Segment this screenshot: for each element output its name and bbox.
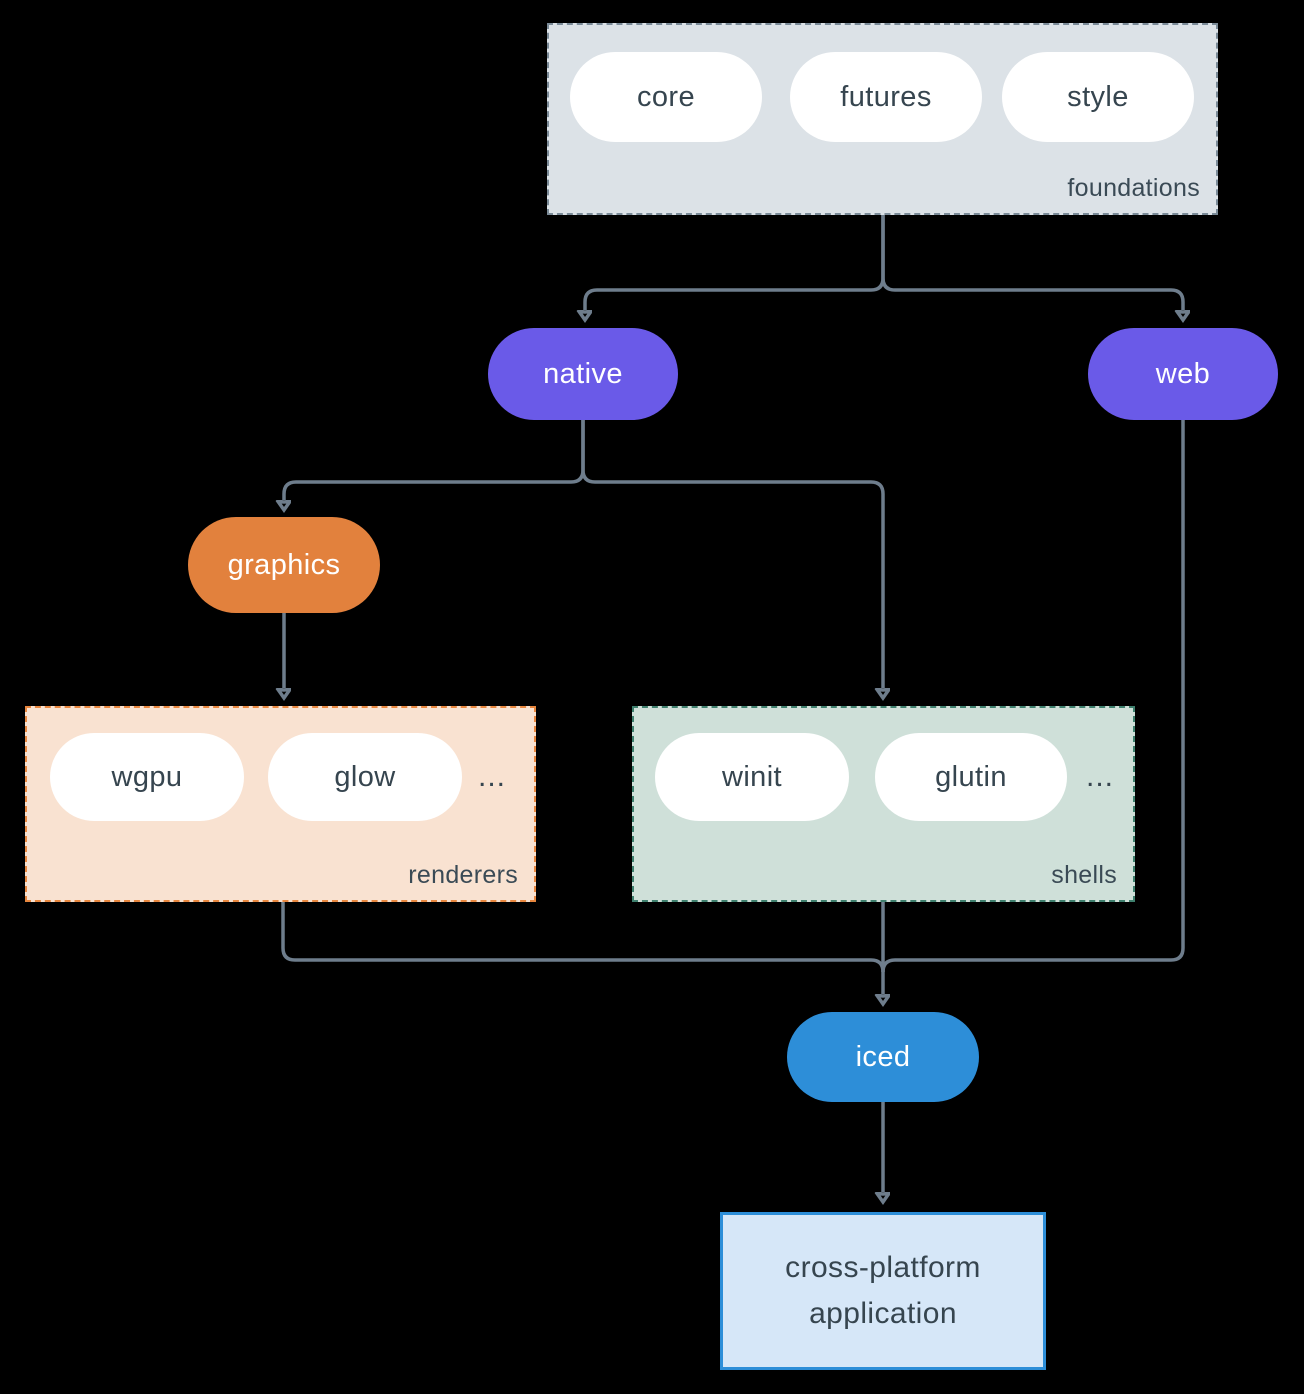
node-iced: iced: [787, 1012, 979, 1102]
edge-foundations-to-web: [881, 215, 1183, 310]
node-glutin: glutin: [875, 733, 1067, 821]
renderers-ellipsis: ...: [477, 760, 506, 793]
node-web: web: [1088, 328, 1278, 420]
renderers-label: renderers: [408, 861, 518, 889]
node-cross-platform-application: cross-platform application: [720, 1212, 1046, 1370]
shells-ellipsis: ...: [1085, 760, 1114, 793]
node-native: native: [488, 328, 678, 420]
node-futures: futures: [790, 52, 982, 142]
edge-native-to-graphics: [284, 420, 585, 500]
node-winit: winit: [655, 733, 849, 821]
edge-native-to-shells: [581, 420, 883, 688]
edge-renderers-to-merge: [281, 902, 885, 973]
foundations-label: foundations: [1067, 174, 1200, 202]
group-shells: winit glutin ... shells: [632, 706, 1135, 902]
application-label-line2: application: [809, 1297, 957, 1330]
node-glow: glow: [268, 733, 462, 821]
group-foundations: core futures style foundations: [547, 23, 1218, 215]
node-style: style: [1002, 52, 1194, 142]
node-graphics: graphics: [188, 517, 380, 613]
edge-foundations-to-native: [585, 215, 885, 310]
node-wgpu: wgpu: [50, 733, 244, 821]
shells-label: shells: [1051, 861, 1117, 889]
group-renderers: wgpu glow ... renderers: [25, 706, 536, 902]
application-label-line1: cross-platform: [785, 1250, 981, 1284]
node-core: core: [570, 52, 762, 142]
